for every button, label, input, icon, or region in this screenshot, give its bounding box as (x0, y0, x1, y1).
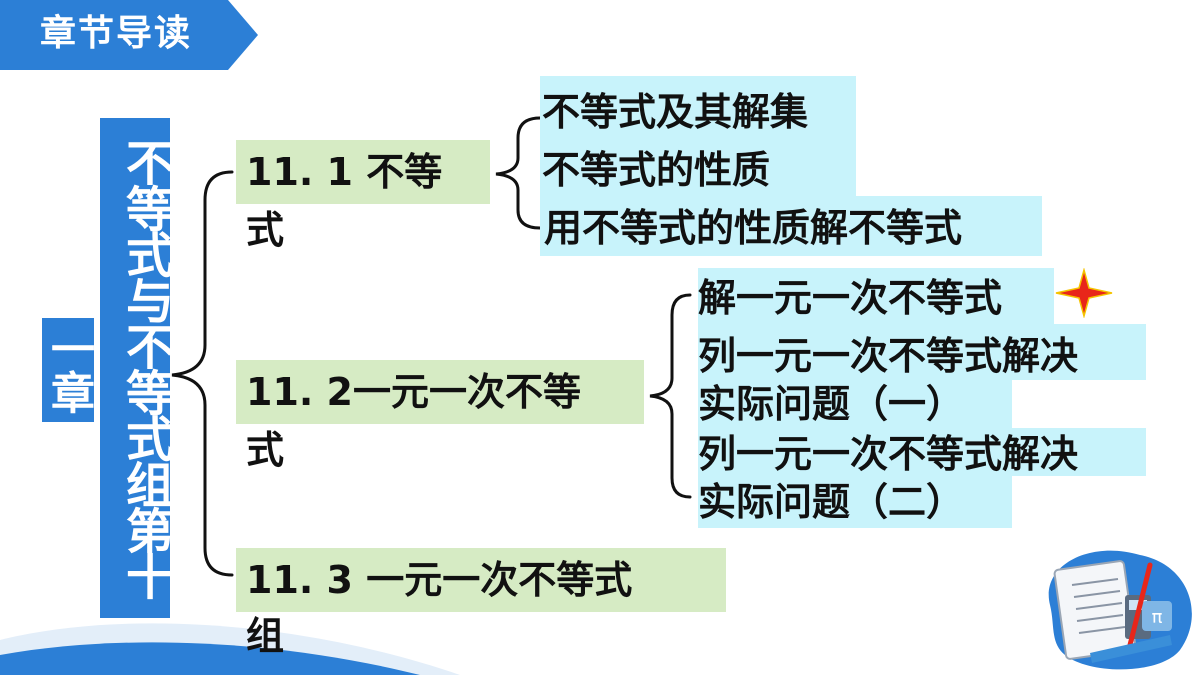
section-2-box (236, 360, 644, 424)
section-1-box (236, 140, 490, 204)
section-2-subitems-box-d (698, 428, 1146, 476)
section-1-subitems-box (540, 76, 856, 256)
section-2-subitems-box-e (698, 476, 1012, 528)
banner-title: 章节导读 (40, 13, 193, 54)
subitem-2-1: 解一元一次不等式 (698, 276, 1003, 320)
svg-text:π: π (1152, 607, 1163, 628)
section-3-box (236, 548, 726, 612)
section-2-subitems-box-a (698, 268, 1054, 324)
section-2-subitems-box-c (698, 380, 1012, 428)
subitem-2-2-line2: 实际问题（一） (698, 382, 965, 426)
section-3-title: 11. 3 一元一次不等式 (246, 558, 633, 602)
wave-decoration (0, 623, 460, 675)
subitem-1-3: 用不等式的性质解不等式 (544, 206, 963, 250)
section-3-title-cont: 组 (246, 614, 285, 658)
section-2-title-cont: 式 (246, 428, 285, 472)
section-1-title: 11. 1 不等 (246, 150, 443, 194)
section-2-subitems-box-b (698, 324, 1146, 380)
chapter-title-tail: 一章 (42, 318, 94, 422)
math-tools-illustration: π (1048, 550, 1192, 670)
subitem-1-2: 不等式的性质 (542, 148, 771, 192)
subitem-2-3-line2: 实际问题（二） (698, 480, 965, 524)
section-1-subitems-box-ext (856, 196, 1042, 256)
subitem-1-1: 不等式及其解集 (542, 90, 809, 134)
subitem-2-2-line1: 列一元一次不等式解决 (698, 334, 1079, 378)
subitem-2-3-line1: 列一元一次不等式解决 (698, 432, 1079, 476)
red-star-icon (1055, 268, 1113, 318)
chapter-title-vertical: 不等式与不等式组第十 (100, 118, 170, 618)
section-2-title: 11. 2一元一次不等 (246, 370, 581, 414)
section-1-title-cont: 式 (246, 208, 285, 252)
header-banner (0, 0, 258, 70)
